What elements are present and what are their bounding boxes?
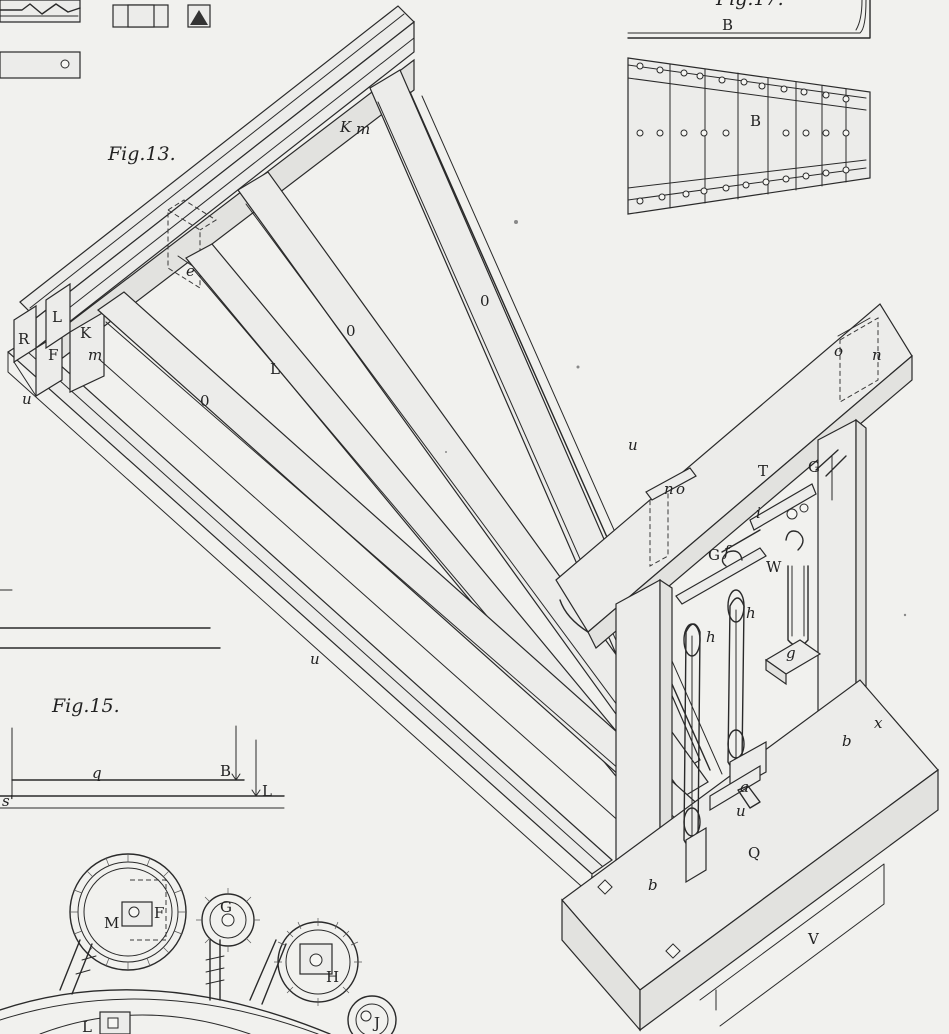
label-e: e — [186, 262, 195, 280]
fig15: Fig.15. q B L s' — [0, 589, 285, 810]
plate-B-rivets — [636, 62, 850, 205]
label-K-top: K — [339, 118, 352, 136]
label-u-bottom: u — [310, 650, 320, 668]
label-o-1: 0 — [480, 292, 490, 310]
fig13-title: Fig.13. — [107, 143, 176, 165]
label-a: a — [740, 778, 749, 796]
label-R: R — [18, 330, 30, 348]
gear-label-F: F — [154, 904, 164, 922]
label-L-left: L — [52, 308, 62, 326]
label-G-upper: G — [808, 458, 820, 476]
label-u-left: u — [22, 390, 32, 408]
gear-label-H: H — [326, 968, 339, 986]
label-G-mid: G — [708, 546, 720, 564]
fig15-label-B: B — [220, 762, 231, 780]
label-Q: Q — [748, 844, 760, 862]
fig13-machine: Fig.13. — [7, 5, 939, 1032]
stirrup-and-weight — [721, 449, 847, 686]
label-F-left: F — [48, 346, 58, 364]
label-o-right: o — [834, 342, 843, 360]
label-o-3: 0 — [200, 392, 210, 410]
hanging-links — [675, 547, 767, 884]
label-W: W — [766, 558, 782, 576]
label-b-left: b — [648, 876, 658, 894]
label-L-mid: L — [270, 360, 280, 378]
label-o-2: 0 — [346, 322, 356, 340]
gear-label-G: G — [220, 898, 232, 916]
fig15-title: Fig.15. — [51, 695, 120, 717]
label-n-right: n — [872, 346, 882, 364]
label-B-top: B — [722, 16, 733, 34]
label-h-1: h — [706, 628, 716, 646]
top-left-fragments — [0, 0, 211, 79]
gear-label-M: M — [104, 914, 119, 932]
label-h-2: h — [746, 604, 756, 622]
paper-speckles — [445, 220, 907, 617]
label-T: T — [758, 462, 768, 480]
label-q-u: u — [736, 802, 746, 820]
fig15-label-s: s' — [2, 792, 14, 810]
label-f: f — [723, 542, 732, 560]
label-n-mid: n — [664, 480, 674, 498]
label-x: x — [874, 714, 883, 732]
label-m-top: m — [356, 120, 370, 138]
label-o-mid: o — [676, 480, 685, 498]
gear-label-L: L — [82, 1018, 92, 1034]
fig17-panel: Fig.17. B — [627, 0, 871, 215]
label-b-right: b — [842, 732, 852, 750]
fig15-label-q: q — [92, 764, 102, 782]
label-u-mid: u — [628, 436, 638, 454]
fig15-label-L: L — [262, 782, 272, 800]
gear-label-J: J — [372, 1014, 380, 1032]
label-m-left: m — [88, 346, 102, 364]
label-K-left: K — [80, 324, 92, 342]
label-B-panel: B — [750, 112, 761, 130]
label-i: i — [756, 504, 761, 522]
gear-train: M F G H J L — [0, 853, 397, 1034]
label-V: V — [807, 930, 820, 948]
label-g: g — [786, 644, 796, 662]
fig17-title: Fig.17. — [715, 0, 784, 10]
